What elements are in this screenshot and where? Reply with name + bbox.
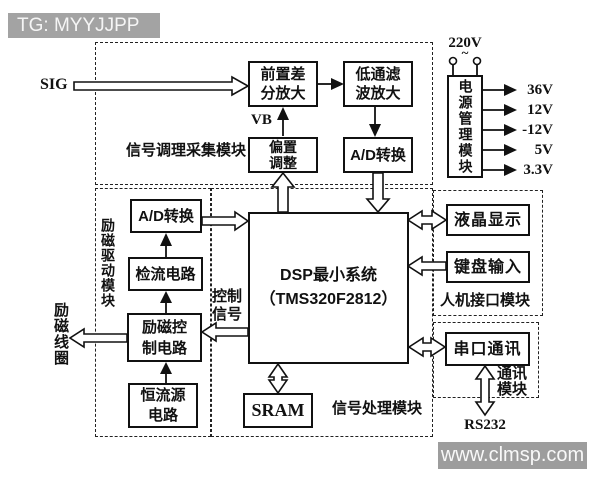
arrow-bias-to-preamp bbox=[277, 107, 289, 136]
rail-label-36v: 36V bbox=[527, 82, 553, 98]
arrow-serial-rs232-bidir bbox=[474, 364, 496, 417]
block-const-current: 恒流源 电路 bbox=[128, 383, 198, 428]
module-label-signal-conditioning: 信号调理采集模块 bbox=[126, 142, 247, 159]
arrow-dsp-sram-bidir bbox=[267, 362, 289, 395]
rail-label-5v: 5V bbox=[534, 142, 553, 158]
ac-terminals bbox=[448, 56, 482, 75]
module-frame-signal-conditioning bbox=[95, 42, 433, 185]
arrow-dsp-lcd-bidir bbox=[406, 209, 448, 231]
block-preamp: 前置差 分放大 bbox=[248, 61, 318, 107]
ac-tilde-label: ~ bbox=[461, 45, 469, 60]
block-adc-left: A/D转换 bbox=[130, 199, 202, 233]
module-frame-signal-processing bbox=[211, 188, 433, 437]
block-keyboard-input: 键盘输入 bbox=[446, 251, 530, 283]
arrow-dsp-to-excitation-ctrl bbox=[200, 321, 249, 343]
block-current-sense: 检流电路 bbox=[128, 257, 203, 291]
module-label-comm: 通讯 模块 bbox=[497, 365, 528, 398]
block-sram: SRAM bbox=[243, 393, 313, 428]
excitation-coil-label: 励磁线圈 bbox=[52, 302, 69, 366]
block-lcd-display: 液晶显示 bbox=[446, 204, 530, 236]
sig-label: SIG bbox=[40, 76, 68, 93]
module-frame-hmi bbox=[433, 190, 543, 316]
block-power-mgmt: 电源管理模块 bbox=[447, 75, 483, 178]
arrow-lowpass-to-adctop bbox=[369, 107, 381, 137]
arrow-adcleft-to-dsp bbox=[201, 210, 250, 232]
arrow-adctop-to-dsp bbox=[365, 172, 391, 214]
block-dsp: DSP最小系统 （TMS320F2812） bbox=[248, 212, 409, 364]
arrow-excitation-ctrl-to-coil bbox=[68, 327, 128, 349]
arrow-current-sense-to-adcleft bbox=[160, 233, 172, 257]
vb-label: VB bbox=[251, 112, 272, 128]
ac-voltage-label: 220V bbox=[448, 35, 482, 51]
block-bias-adjust: 偏置 调整 bbox=[248, 137, 318, 173]
module-label-hmi: 人机接口模块 bbox=[440, 292, 531, 309]
arrow-const-current-to-excitation-ctrl bbox=[160, 362, 172, 383]
watermark: www.clmsp.com bbox=[438, 442, 587, 469]
arrow-dsp-to-bias bbox=[270, 171, 296, 213]
arrow-preamp-to-lowpass bbox=[318, 78, 344, 90]
rs232-label: RS232 bbox=[464, 417, 506, 433]
block-adc-top: A/D转换 bbox=[343, 137, 413, 173]
header-tag: TG: MYYJJPP bbox=[8, 13, 160, 38]
arrow-excitation-ctrl-to-current-sense bbox=[160, 291, 172, 313]
block-serial-comm: 串口通讯 bbox=[445, 332, 530, 366]
arrow-sig-to-preamp bbox=[73, 75, 250, 97]
rail-label-12v: 12V bbox=[527, 102, 553, 118]
arrow-dsp-serial-bidir bbox=[407, 336, 447, 358]
rail-label-neg12v: -12V bbox=[522, 122, 553, 138]
control-signal-label: 控制 信号 bbox=[212, 288, 243, 323]
module-label-signal-processing: 信号处理模块 bbox=[332, 400, 423, 417]
rail-label-3v3: 3.3V bbox=[523, 162, 553, 178]
arrow-keyboard-to-dsp bbox=[406, 255, 447, 277]
block-excitation-ctrl: 励磁控 制电路 bbox=[127, 313, 202, 362]
power-rail-arrows bbox=[483, 84, 517, 176]
module-label-excitation-drive: 励磁驱动模块 bbox=[100, 218, 116, 308]
block-lowpass-filter: 低通滤 波放大 bbox=[343, 61, 413, 107]
module-frame-excitation-drive bbox=[95, 188, 211, 437]
